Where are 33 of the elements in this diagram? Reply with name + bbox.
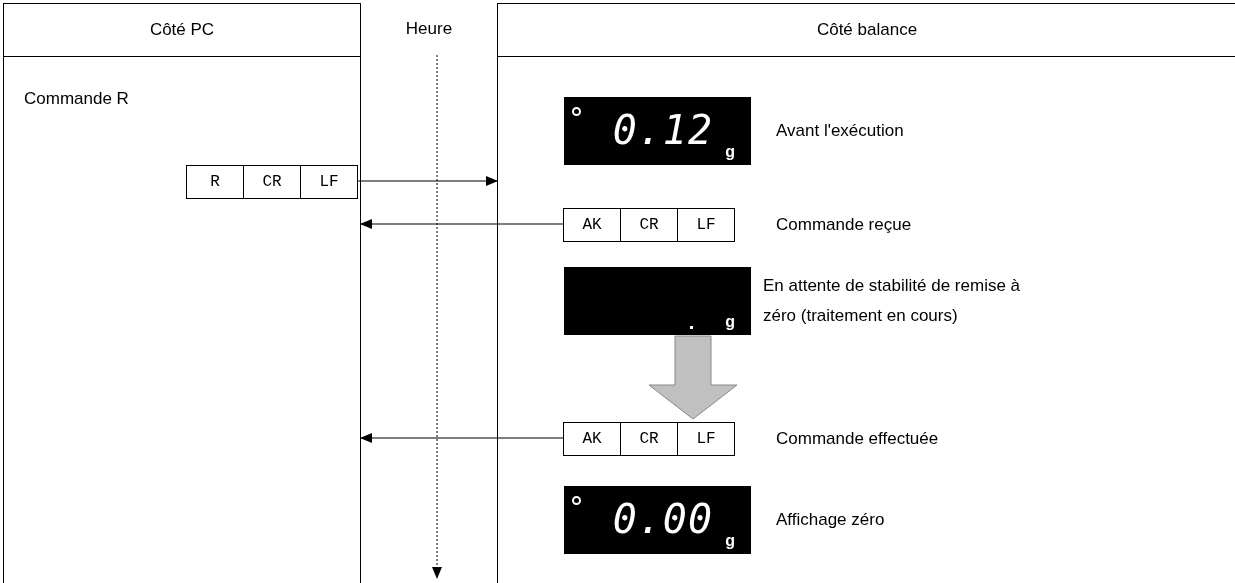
display-digits: 0.12 <box>612 106 713 155</box>
display-unit: g <box>725 313 735 331</box>
status-text: Affichage zéro <box>776 509 886 531</box>
packet-field: R <box>186 165 244 199</box>
weighing-display <box>564 486 751 554</box>
status-text: Avant l'exécution <box>776 120 905 142</box>
status-text: Commande reçue <box>776 214 913 236</box>
display-unit: g <box>725 532 735 550</box>
command-label: Commande R <box>24 89 129 109</box>
status-text: En attente de stabilité de remise à zéro (traitement en cours) <box>763 275 1022 327</box>
column-header: Côté PC <box>149 20 215 40</box>
column-header: Côté balance <box>816 20 918 40</box>
status-text: Commande effectuée <box>776 428 940 450</box>
block-arrow <box>648 335 738 420</box>
weighing-display <box>564 97 751 165</box>
packet-field: CR <box>620 422 678 456</box>
column-header: Heure <box>405 19 453 39</box>
packet-field: LF <box>300 165 358 199</box>
packet-field: CR <box>620 208 678 242</box>
packet-field: AK <box>563 208 621 242</box>
arrow <box>360 219 564 229</box>
arrow <box>360 433 564 443</box>
packet-field: LF <box>677 208 735 242</box>
packet-field: LF <box>677 422 735 456</box>
arrow <box>356 176 498 186</box>
display-unit: g <box>725 143 735 161</box>
column-panel <box>497 3 1235 583</box>
time-axis-arrow <box>432 54 442 579</box>
packet-field: CR <box>243 165 301 199</box>
display-digits: 0.00 <box>612 495 713 544</box>
packet-field: AK <box>563 422 621 456</box>
weighing-display <box>564 267 751 335</box>
column-panel <box>3 3 361 583</box>
